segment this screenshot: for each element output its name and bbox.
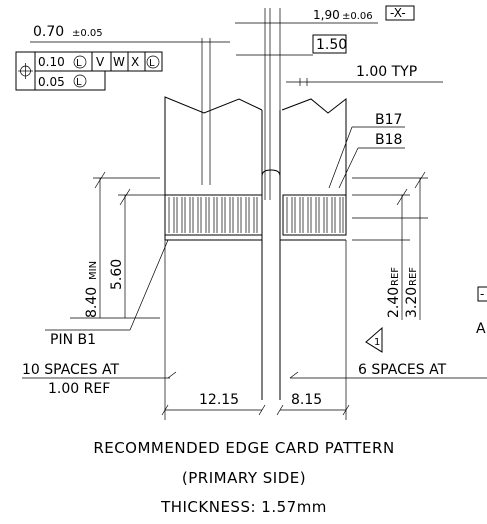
basic-dim-150: 1.50 <box>316 37 347 53</box>
spaces-annotations: 10 SPACES AT 1.00 REF 6 SPACES AT <box>22 362 487 397</box>
pin-callouts: B17 B18 <box>328 112 405 189</box>
dim-840-suffix: MIN <box>88 261 99 280</box>
fcf-row2-tol: 0.05 <box>38 75 65 89</box>
dim-560-label: 5.60 <box>109 259 125 290</box>
dim-bottom: 12.15 8.15 <box>161 240 350 420</box>
dim-vertical-right: 2.40 REF 3.20 REF 1 <box>352 171 428 353</box>
dim-vertical-left: 8.40 MIN 5.60 <box>70 171 165 319</box>
dim-840-label: 8.40 <box>84 287 100 318</box>
dim-070-tol: ±0.05 <box>72 28 103 39</box>
feature-control-frame: 0.10 L V W X L 0.05 L <box>15 51 163 91</box>
right-edge-fragments: - A <box>476 286 487 337</box>
fcf-row1-modifier: L <box>76 58 82 69</box>
dim-1215-label: 12.15 <box>199 392 239 408</box>
dim-top-right: 1,90 ±0.06 -X- 1.50 1.00 TYP <box>235 5 443 200</box>
fcf-row2-modifier: L <box>76 77 82 88</box>
fcf-datum-v: V <box>96 55 105 69</box>
caption-thickness: THICKNESS: 1.57mm <box>160 498 327 516</box>
pin-b17-label: B17 <box>375 112 402 128</box>
fcf-datum-modifier: L <box>149 58 155 69</box>
card-outline <box>164 96 347 400</box>
dim-815-label: 8.15 <box>291 392 322 408</box>
edge-fragment-top: - <box>480 287 484 301</box>
spaces-right-label: 6 SPACES AT <box>358 362 447 378</box>
pin-b1-label: PIN B1 <box>50 332 96 348</box>
dim-320-suffix: REF <box>408 267 419 286</box>
pin-group-right <box>282 194 347 236</box>
dim-240-label: 2.40 <box>386 287 402 318</box>
dim-240-suffix: REF <box>390 267 401 286</box>
pin-b1-callout: PIN B1 <box>45 239 169 348</box>
dim-top-left: 0.70 ±0.05 <box>30 24 230 185</box>
spaces-left-label: 10 SPACES AT <box>22 362 119 378</box>
fcf-row1-tol: 0.10 <box>38 55 65 69</box>
fcf-datum-x: X <box>131 55 139 69</box>
dim-320-label: 3.20 <box>404 287 420 318</box>
spaces-left-value: 1.00 REF <box>48 381 110 397</box>
caption: RECOMMENDED EDGE CARD PATTERN (PRIMARY S… <box>93 439 394 516</box>
pin-b18-label: B18 <box>375 132 402 148</box>
dim-070-label: 0.70 <box>33 24 64 40</box>
note-triangle-number: 1 <box>374 337 380 348</box>
fcf-datum-w: W <box>113 55 125 69</box>
dim-typ-label: 1.00 TYP <box>356 64 417 80</box>
dim-190-tol: ±0.06 <box>342 11 373 22</box>
caption-subtitle: (PRIMARY SIDE) <box>182 469 306 487</box>
datum-x-label: -X- <box>390 6 406 20</box>
edge-fragment-bottom: A <box>476 321 486 337</box>
caption-title: RECOMMENDED EDGE CARD PATTERN <box>93 439 394 457</box>
dim-190-label: 1,90 <box>313 8 340 22</box>
note-triangle-icon <box>365 326 383 353</box>
pin-group-left <box>164 194 263 236</box>
